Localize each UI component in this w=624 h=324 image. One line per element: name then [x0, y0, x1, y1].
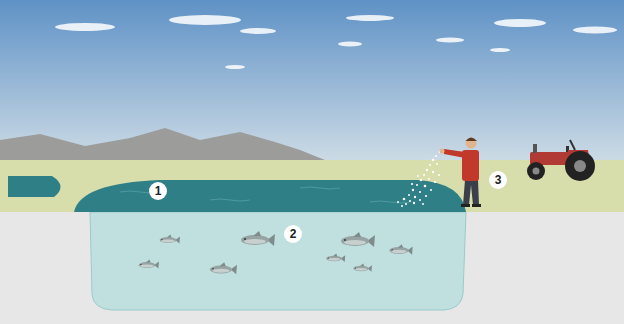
soil-section — [0, 212, 624, 324]
callout-number: 1 — [149, 182, 167, 200]
callout-number: 3 — [489, 171, 507, 189]
small-pond — [8, 176, 61, 197]
sky — [0, 0, 624, 165]
callout-number: 2 — [284, 225, 302, 243]
mountains — [0, 128, 330, 162]
clouds — [55, 15, 617, 69]
pond-surface — [74, 180, 466, 212]
fish — [139, 231, 413, 274]
ground — [0, 160, 624, 212]
tractor — [527, 140, 595, 181]
feed-spray — [397, 151, 441, 207]
farmer — [440, 138, 482, 208]
underwater — [90, 212, 466, 310]
